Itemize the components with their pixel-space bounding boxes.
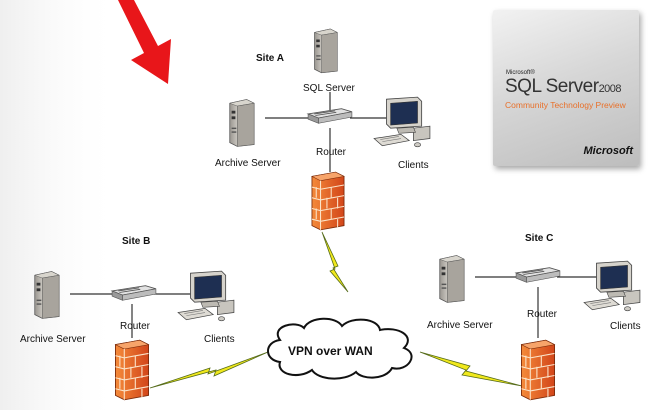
sql-server-tower-icon <box>313 28 339 74</box>
firewall-icon <box>114 339 150 401</box>
lightning-link-icon <box>419 351 523 387</box>
archive-server-tower-icon <box>439 254 465 303</box>
site-c-title: Site C <box>525 233 554 244</box>
site-a-title: Site A <box>256 53 284 64</box>
background-figure <box>0 0 120 410</box>
cloud-icon <box>267 317 413 380</box>
logo-microsoft-small: Microsoft® <box>506 70 535 76</box>
computer-client-icon <box>373 96 431 148</box>
router-label: Router <box>316 147 347 158</box>
archive-server-tower-icon <box>34 270 60 319</box>
logo-product-name: SQL Server <box>505 76 599 97</box>
clients-label: Clients <box>610 321 641 332</box>
connection-lines <box>70 92 600 338</box>
logo-brand: Microsoft <box>583 145 634 157</box>
archive-server-tower-icon <box>229 98 255 147</box>
lightning-link-icon <box>321 231 349 293</box>
sql-server-label: SQL Server <box>303 83 355 94</box>
computer-client-icon <box>583 260 641 312</box>
sql-server-2008-logo: Microsoft® SQL Server2008 Community Tech… <box>493 10 639 166</box>
lightning-link-icon <box>149 351 269 389</box>
archive-server-label: Archive Server <box>427 320 493 331</box>
clients-label: Clients <box>398 160 429 171</box>
archive-server-label: Archive Server <box>215 158 281 169</box>
computer-client-icon <box>177 270 235 322</box>
firewall-icon <box>311 171 345 231</box>
router-icon <box>307 108 353 124</box>
arrow-icon <box>118 0 171 84</box>
site-b-title: Site B <box>122 236 151 247</box>
router-label: Router <box>120 321 151 332</box>
clients-label: Clients <box>204 334 235 345</box>
vpn-label: VPN over WAN <box>288 344 373 358</box>
logo-product: SQL Server2008 <box>505 76 622 98</box>
router-label: Router <box>527 309 558 320</box>
firewall-icon <box>520 339 556 401</box>
logo-version: 2008 <box>598 83 622 95</box>
archive-server-label: Archive Server <box>20 334 86 345</box>
router-icon <box>515 267 561 283</box>
logo-subtitle: Community Technology Preview <box>505 100 626 110</box>
